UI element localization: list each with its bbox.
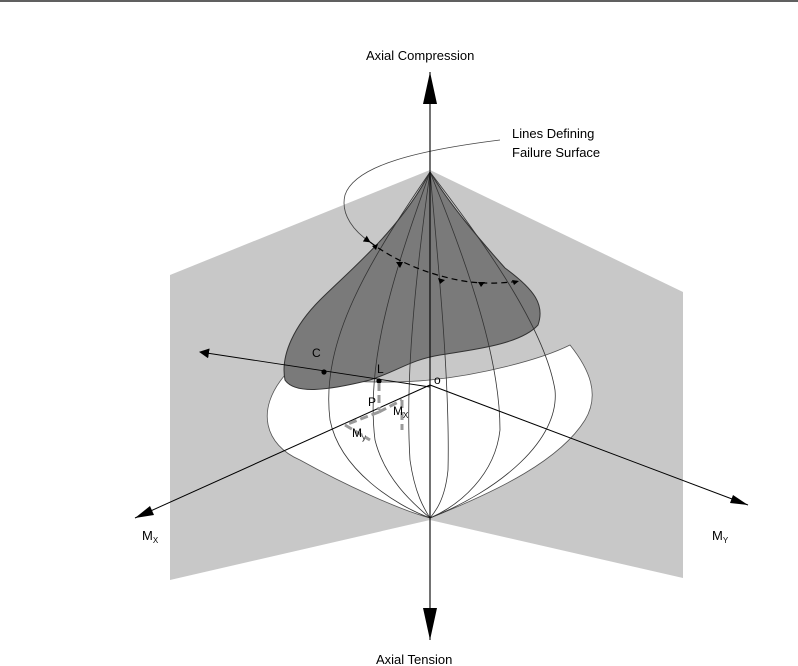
my-small-label: My <box>352 426 366 442</box>
arc-arrow-5 <box>512 280 519 285</box>
mx-small-label: MX <box>393 404 409 420</box>
failure-arc <box>369 241 521 284</box>
axial-tension-arrowhead <box>423 608 437 640</box>
radial-line-oc <box>199 348 431 388</box>
label-pointer-curve <box>343 139 501 243</box>
my-axis <box>429 384 749 506</box>
axial-compression-arrowhead <box>423 72 437 104</box>
arc-arrow-3 <box>438 278 445 284</box>
point-l-dot <box>376 378 382 384</box>
mx-axis <box>134 384 431 519</box>
projection-lines <box>344 383 404 442</box>
my-axis-label: MY <box>712 528 729 545</box>
arc-arrow-4 <box>478 282 485 287</box>
point-o-label: o <box>434 373 441 387</box>
point-l-label: L <box>377 362 384 376</box>
point-c-dot <box>321 369 327 375</box>
mx-arrowhead <box>135 506 154 518</box>
mx-axis-label: MX <box>142 528 159 545</box>
failure-surface-cone <box>283 170 541 390</box>
lines-defining-label-line2: Failure Surface <box>512 145 600 160</box>
lines-defining-label-line1: Lines Defining <box>512 126 594 141</box>
point-c-label: C <box>312 346 321 360</box>
arc-arrow-2 <box>396 262 403 268</box>
point-p-label: P <box>368 395 376 409</box>
axial-compression-label: Axial Compression <box>366 48 474 63</box>
my-arrowhead <box>730 495 748 505</box>
arc-arrow-1 <box>372 244 378 250</box>
axial-tension-label: Axial Tension <box>376 652 452 666</box>
